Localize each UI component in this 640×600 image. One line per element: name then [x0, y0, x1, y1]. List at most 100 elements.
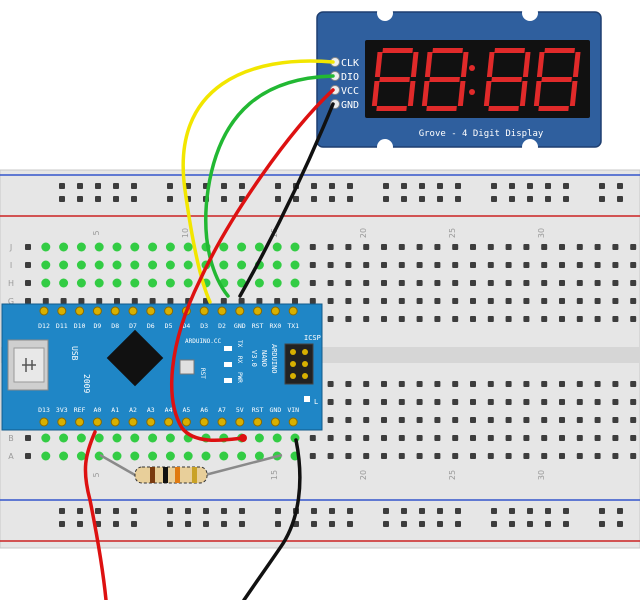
breadboard-hole[interactable]: [576, 316, 583, 322]
breadboard-hole[interactable]: [434, 244, 441, 250]
rail-hole[interactable]: [401, 508, 407, 514]
rail-hole[interactable]: [437, 196, 443, 202]
breadboard-hole[interactable]: [470, 262, 476, 268]
breadboard-hole[interactable]: [327, 417, 334, 423]
nano-pin-d11[interactable]: [57, 306, 67, 316]
nano-pin-rst[interactable]: [253, 417, 263, 427]
breadboard-hole[interactable]: [434, 280, 441, 286]
breadboard-hole[interactable]: [452, 453, 459, 459]
breadboard-hole[interactable]: [398, 417, 405, 423]
breadboard-hole[interactable]: [25, 262, 31, 268]
wire-vcc-red[interactable]: [170, 88, 335, 442]
breadboard-hole[interactable]: [327, 399, 334, 405]
breadboard-hole[interactable]: [345, 262, 352, 268]
breadboard-hole[interactable]: [398, 435, 405, 441]
breadboard-hole[interactable]: [381, 298, 387, 304]
breadboard-hole[interactable]: [167, 298, 174, 304]
breadboard-hole[interactable]: [559, 244, 565, 250]
breadboard-hole[interactable]: [594, 244, 601, 250]
breadboard-hole[interactable]: [452, 435, 459, 441]
breadboard-hole[interactable]: [505, 280, 512, 286]
breadboard-hole[interactable]: [559, 381, 565, 387]
rail-hole[interactable]: [275, 508, 281, 514]
rail-hole[interactable]: [329, 183, 335, 189]
rail-hole[interactable]: [59, 521, 65, 527]
nano-pin-rst[interactable]: [253, 306, 263, 316]
rail-hole[interactable]: [509, 508, 515, 514]
rail-hole[interactable]: [77, 196, 83, 202]
breadboard-hole[interactable]: [505, 435, 512, 441]
nano-pin-a2[interactable]: [128, 417, 138, 427]
breadboard-hole[interactable]: [505, 399, 512, 405]
rail-hole[interactable]: [527, 196, 533, 202]
breadboard-hole[interactable]: [541, 298, 548, 304]
rail-hole[interactable]: [185, 521, 191, 527]
breadboard-hole[interactable]: [576, 399, 583, 405]
rail-hole[interactable]: [491, 508, 497, 514]
nano-pin-d8[interactable]: [110, 306, 120, 316]
breadboard-hole[interactable]: [327, 316, 334, 322]
breadboard-hole[interactable]: [452, 262, 459, 268]
nano-pin-a7[interactable]: [217, 417, 227, 427]
breadboard-hole[interactable]: [576, 298, 583, 304]
breadboard-hole[interactable]: [559, 316, 565, 322]
breadboard-hole[interactable]: [381, 435, 387, 441]
breadboard-hole[interactable]: [220, 298, 227, 304]
breadboard-hole[interactable]: [541, 381, 548, 387]
nano-pin-ref[interactable]: [75, 417, 85, 427]
breadboard-hole[interactable]: [25, 435, 31, 441]
rail-hole[interactable]: [203, 508, 209, 514]
nano-pin-3v3[interactable]: [57, 417, 67, 427]
rail-hole[interactable]: [599, 508, 605, 514]
breadboard-hole[interactable]: [487, 298, 494, 304]
nano-pin-rx0[interactable]: [270, 306, 280, 316]
rail-hole[interactable]: [419, 521, 425, 527]
rail-hole[interactable]: [239, 183, 245, 189]
rail-hole[interactable]: [347, 196, 353, 202]
breadboard-hole[interactable]: [612, 316, 619, 322]
breadboard-hole[interactable]: [416, 316, 423, 322]
rail-hole[interactable]: [59, 196, 65, 202]
rail-hole[interactable]: [563, 521, 569, 527]
breadboard-hole[interactable]: [541, 417, 548, 423]
breadboard-hole[interactable]: [559, 417, 565, 423]
breadboard-hole[interactable]: [434, 381, 441, 387]
breadboard-hole[interactable]: [363, 417, 370, 423]
rail-hole[interactable]: [347, 183, 353, 189]
rail-hole[interactable]: [419, 508, 425, 514]
breadboard-hole[interactable]: [398, 262, 405, 268]
rail-hole[interactable]: [383, 521, 389, 527]
breadboard-hole[interactable]: [416, 399, 423, 405]
breadboard-hole[interactable]: [452, 244, 459, 250]
breadboard-hole[interactable]: [25, 280, 31, 286]
rail-hole[interactable]: [59, 183, 65, 189]
breadboard-hole[interactable]: [630, 244, 637, 250]
breadboard-hole[interactable]: [416, 262, 423, 268]
rail-hole[interactable]: [131, 521, 137, 527]
rail-hole[interactable]: [311, 521, 317, 527]
rail-hole[interactable]: [311, 183, 317, 189]
breadboard-hole[interactable]: [487, 316, 494, 322]
breadboard-hole[interactable]: [452, 298, 459, 304]
breadboard-hole[interactable]: [363, 244, 370, 250]
rail-hole[interactable]: [491, 183, 497, 189]
breadboard-hole[interactable]: [487, 399, 494, 405]
breadboard-hole[interactable]: [470, 298, 476, 304]
breadboard-hole[interactable]: [505, 244, 512, 250]
breadboard-hole[interactable]: [327, 435, 334, 441]
breadboard-hole[interactable]: [487, 417, 494, 423]
breadboard-hole[interactable]: [309, 453, 316, 459]
breadboard-hole[interactable]: [612, 381, 619, 387]
breadboard-hole[interactable]: [416, 381, 423, 387]
breadboard-hole[interactable]: [327, 280, 334, 286]
breadboard-hole[interactable]: [416, 244, 423, 250]
rail-hole[interactable]: [437, 521, 443, 527]
rail-hole[interactable]: [113, 508, 119, 514]
breadboard-hole[interactable]: [434, 435, 441, 441]
breadboard-hole[interactable]: [434, 298, 441, 304]
breadboard-hole[interactable]: [523, 298, 530, 304]
rail-hole[interactable]: [599, 521, 605, 527]
breadboard-hole[interactable]: [309, 298, 316, 304]
breadboard-hole[interactable]: [470, 381, 476, 387]
breadboard-hole[interactable]: [381, 280, 387, 286]
